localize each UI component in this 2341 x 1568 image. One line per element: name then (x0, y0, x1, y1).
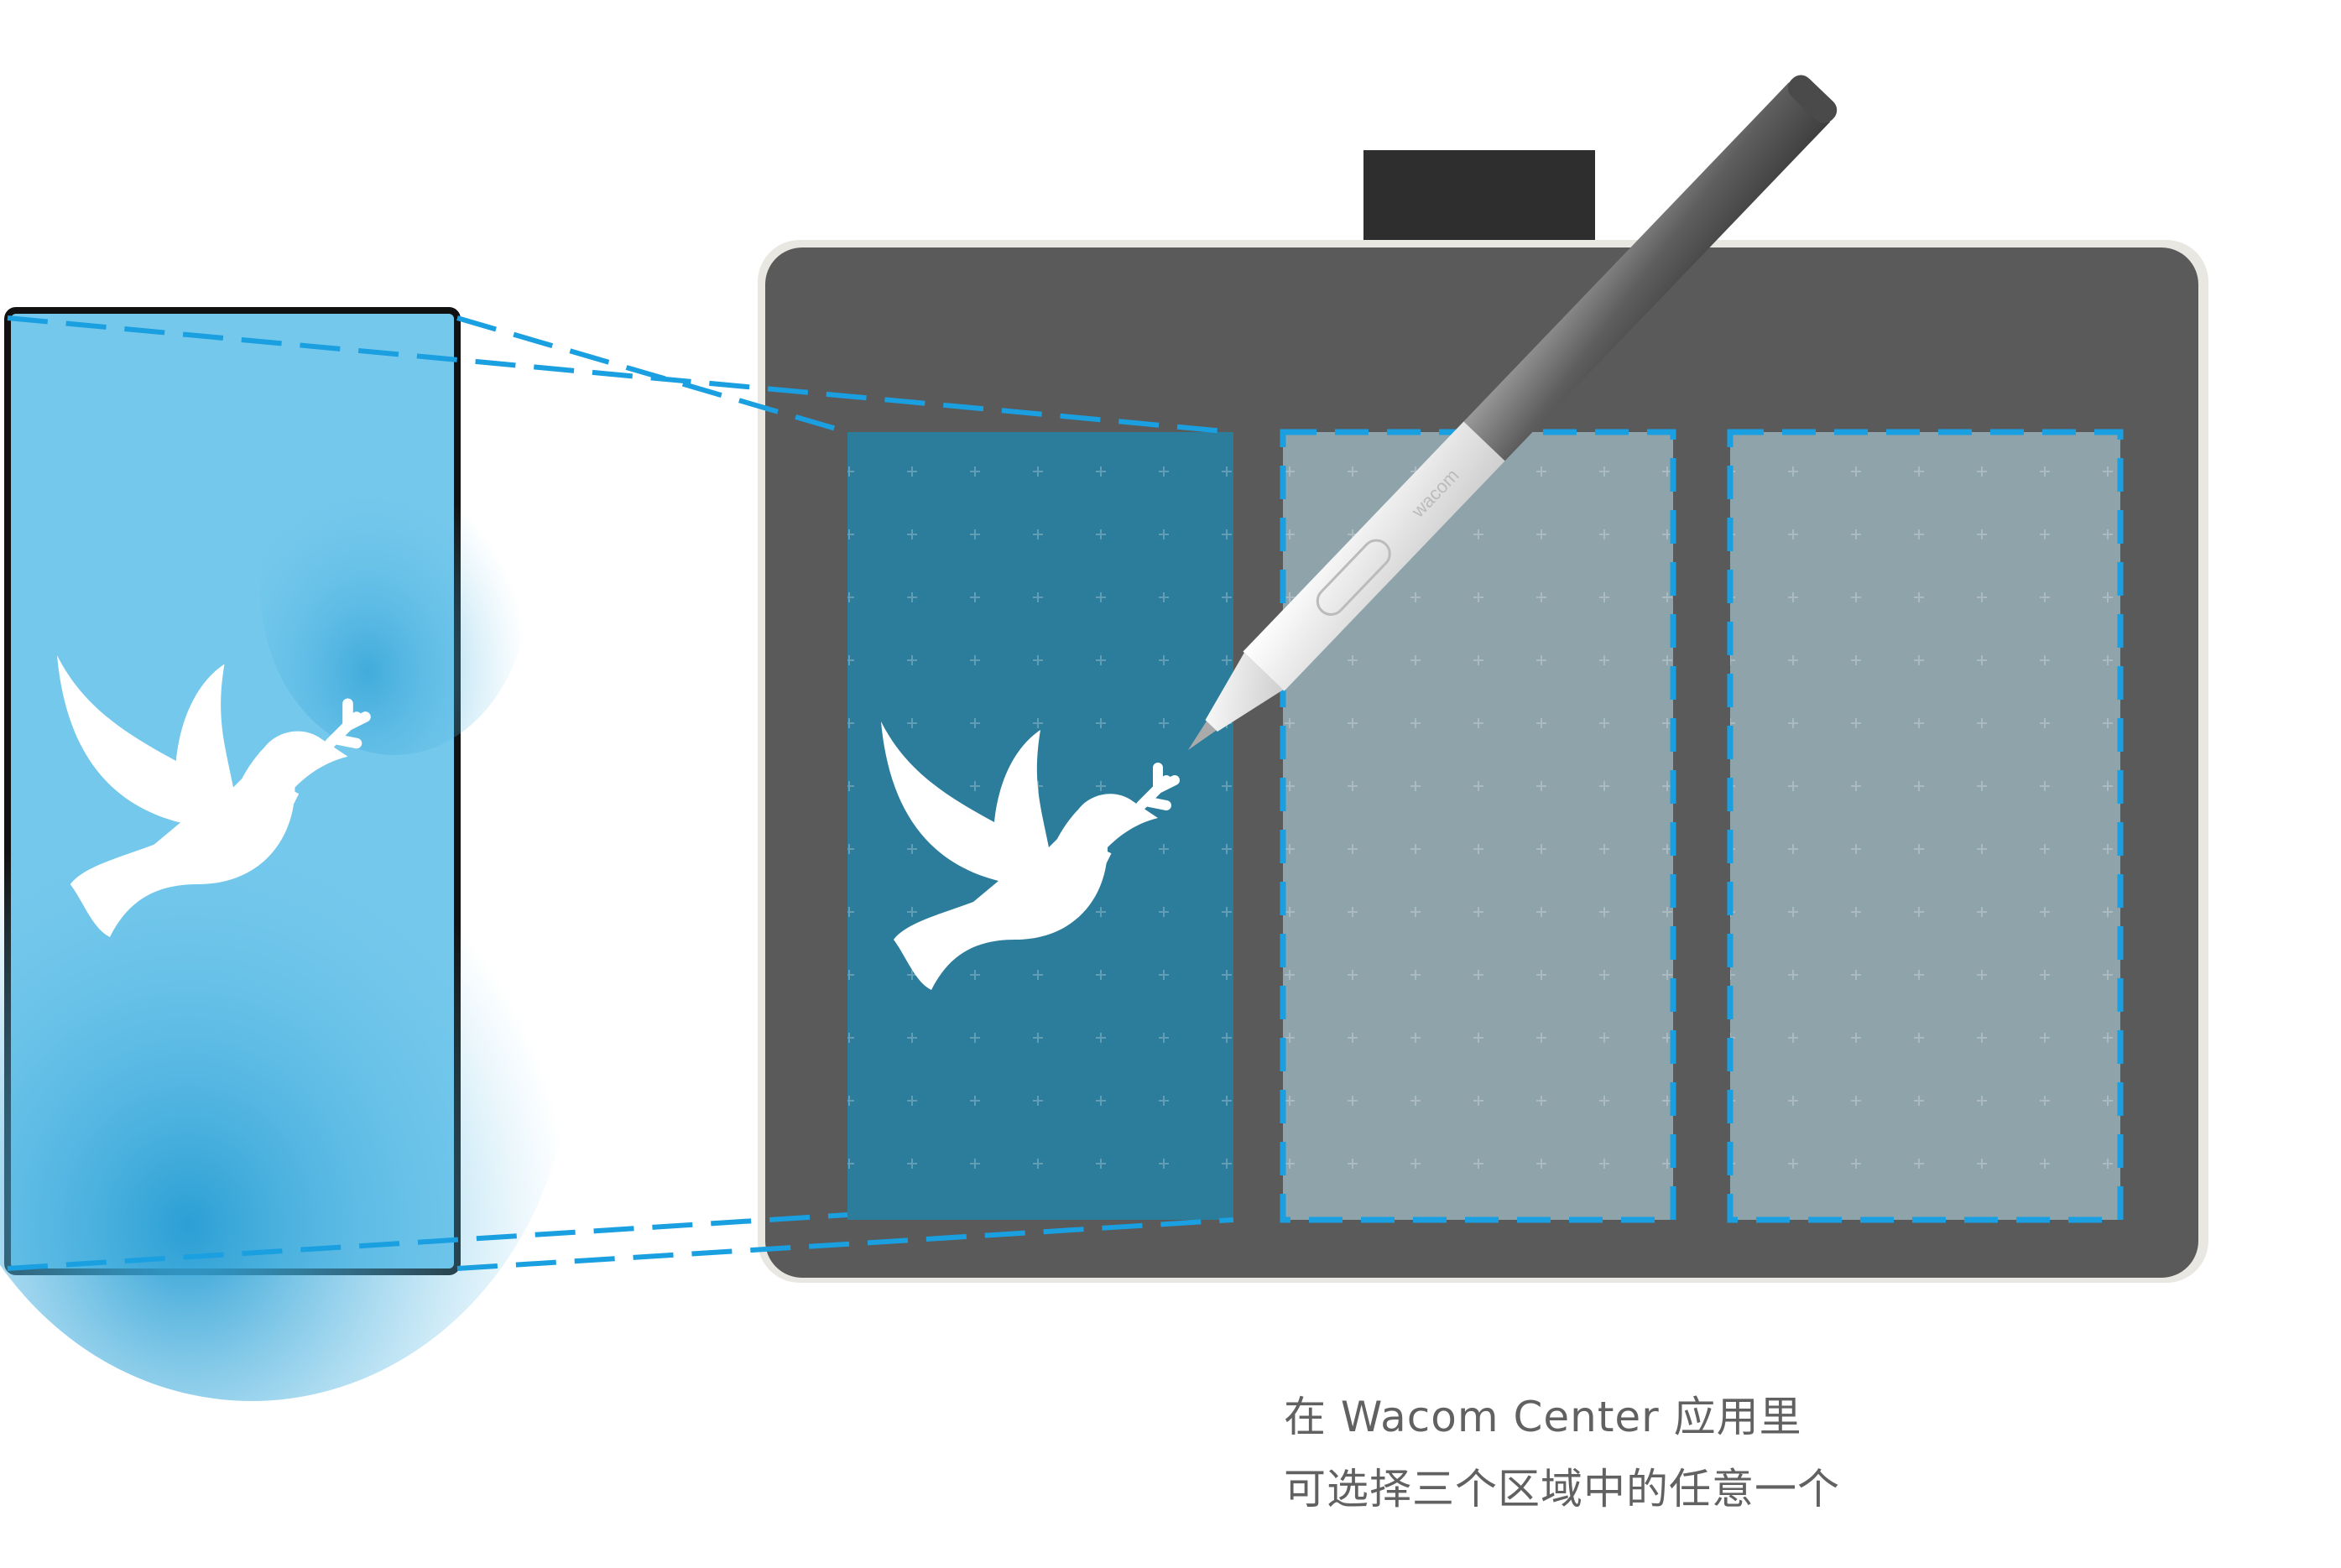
pen-side-button (1316, 539, 1391, 616)
caption-line-1: 在 Wacom Center 应用里 (1284, 1393, 1802, 1441)
stylus-pen: wacom (1188, 75, 1838, 750)
zone-2[interactable] (1280, 429, 1676, 1223)
caption-line-2: 可选择三个区域中的任意一个 (1284, 1465, 1840, 1513)
zone-1[interactable] (847, 432, 1233, 1220)
drawing-tablet (758, 150, 2208, 1283)
pen-holder-tab (1363, 150, 1595, 242)
phone-display (0, 307, 571, 1401)
mapping-lines (7, 315, 1234, 1271)
zone-3[interactable] (1727, 429, 2124, 1223)
